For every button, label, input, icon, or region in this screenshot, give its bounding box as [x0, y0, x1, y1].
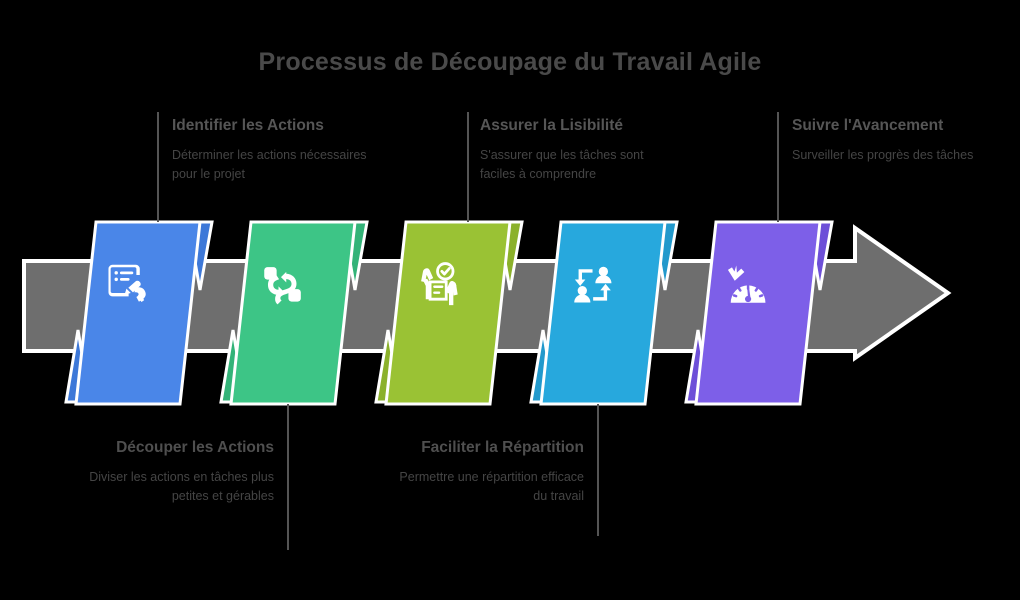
step-card-2[interactable]	[219, 220, 369, 406]
callout-step-4: Faciliter la Répartition Permettre une r…	[384, 438, 584, 505]
step-panel-2[interactable]	[229, 220, 357, 406]
callout-title-2: Découper les Actions	[116, 439, 274, 456]
step-panel-1[interactable]	[74, 220, 202, 406]
callout-title-1: Identifier les Actions	[172, 117, 324, 134]
step-card-4[interactable]	[529, 220, 679, 406]
callout-title-4: Faciliter la Répartition	[421, 439, 584, 456]
step-card-5[interactable]	[684, 220, 834, 406]
callout-desc-1: Déterminer les actions nécessaires pour …	[172, 148, 367, 181]
callout-step-2: Découper les Actions Diviser les actions…	[74, 438, 274, 505]
step-card-3[interactable]	[374, 220, 524, 406]
step-card-1[interactable]	[64, 220, 214, 406]
clipboard-pen-icon	[108, 264, 146, 302]
callout-step-3: Assurer la Lisibilité S'assurer que les …	[480, 116, 680, 183]
callout-desc-5: Surveiller les progrès des tâches	[792, 148, 974, 163]
callout-desc-2: Diviser les actions en tâches plus petit…	[89, 470, 274, 503]
document-check-hands-icon	[421, 262, 458, 306]
step-panel-4[interactable]	[539, 220, 667, 406]
callout-desc-4: Permettre une répartition efficace du tr…	[399, 470, 584, 503]
callout-step-5: Suivre l'Avancement Surveiller les progr…	[792, 116, 992, 165]
step-panel-3[interactable]	[384, 220, 512, 406]
callout-title-5: Suivre l'Avancement	[792, 117, 944, 134]
people-exchange-icon	[574, 266, 612, 303]
page-title: Processus de Découpage du Travail Agile	[258, 48, 762, 76]
callout-step-1: Identifier les Actions Déterminer les ac…	[172, 116, 372, 183]
callout-title-3: Assurer la Lisibilité	[480, 117, 623, 134]
callout-desc-3: S'assurer que les tâches sont faciles à …	[480, 148, 644, 181]
gauge-arrow-icon	[727, 265, 766, 303]
split-arrows-icon	[264, 267, 301, 305]
step-panel-5[interactable]	[694, 220, 822, 406]
